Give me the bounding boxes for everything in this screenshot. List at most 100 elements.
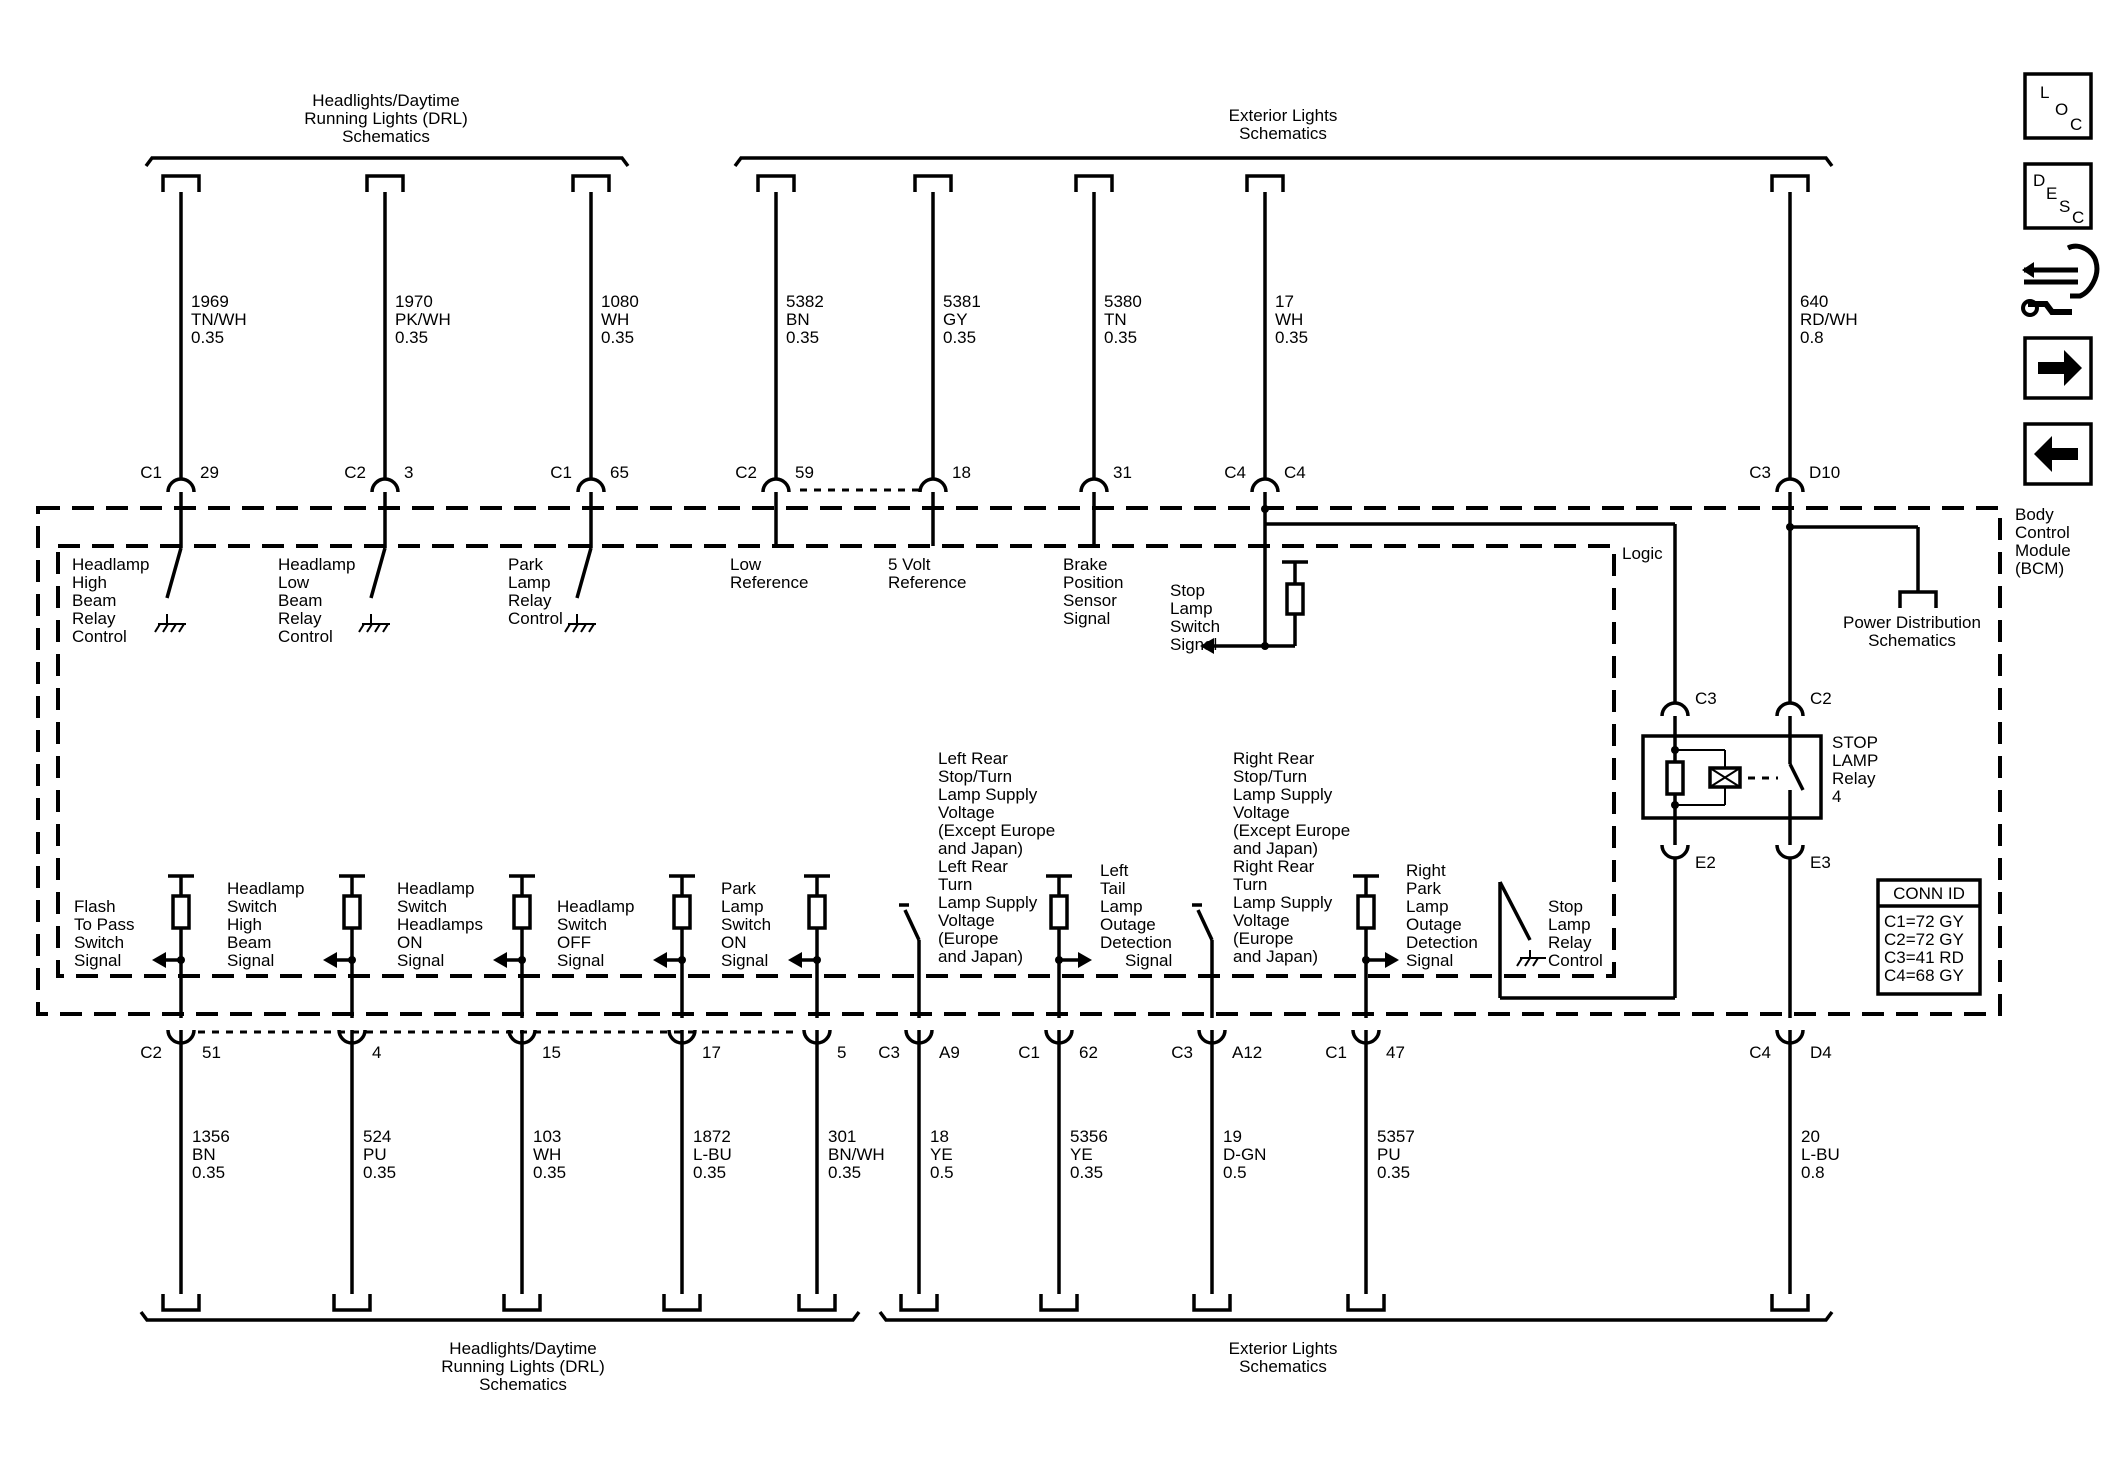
wire-gauge: 0.35 bbox=[1275, 328, 1308, 347]
group-label-top-right-1: Exterior Lights bbox=[1229, 106, 1338, 125]
function-label: High bbox=[227, 915, 262, 934]
switch-blade-2 bbox=[369, 547, 387, 599]
wire-gauge: 0.35 bbox=[1104, 328, 1137, 347]
wire-color: PU bbox=[1377, 1145, 1401, 1164]
pin-number: 47 bbox=[1386, 1043, 1405, 1062]
function-label: Lamp bbox=[1170, 599, 1213, 618]
wire-circuit: 1970 bbox=[395, 292, 433, 311]
function-label: Reference bbox=[730, 573, 808, 592]
left-rear-output-switch bbox=[903, 909, 921, 941]
function-label: Switch bbox=[227, 897, 277, 916]
conn-id-title: CONN ID bbox=[1893, 884, 1965, 903]
loc-button[interactable]: L O C bbox=[2023, 72, 2093, 140]
function-label: Detection bbox=[1100, 933, 1172, 952]
function-label: Headlamp bbox=[557, 897, 635, 916]
wire-color: D-GN bbox=[1223, 1145, 1266, 1164]
wire-circuit: 301 bbox=[828, 1127, 856, 1146]
pullup-resistor bbox=[1285, 582, 1305, 616]
wire-color: PK/WH bbox=[395, 310, 451, 329]
function-label: Lamp bbox=[508, 573, 551, 592]
wire-color: PU bbox=[363, 1145, 387, 1164]
conn-id-row: C4=68 GY bbox=[1884, 966, 1964, 985]
switch-blade-1 bbox=[165, 547, 183, 599]
loc-letter: O bbox=[2055, 100, 2068, 119]
wire-color: GY bbox=[943, 310, 968, 329]
relay-label: 4 bbox=[1832, 787, 1841, 806]
function-label: Voltage bbox=[1233, 911, 1290, 930]
relay-pin-label: E2 bbox=[1695, 853, 1716, 872]
pin-number: C4 bbox=[1284, 463, 1306, 482]
wire-gauge: 0.35 bbox=[828, 1163, 861, 1182]
function-label: Relay bbox=[508, 591, 552, 610]
top-connector-arc-4 bbox=[761, 477, 791, 493]
group-label-bottom-left-3: Schematics bbox=[479, 1375, 567, 1394]
function-label: Outage bbox=[1406, 915, 1462, 934]
group-label-top-left-3: Schematics bbox=[342, 127, 430, 146]
function-label: ON bbox=[397, 933, 423, 952]
power-dist-label-1: Power Distribution bbox=[1843, 613, 1981, 632]
function-label: Outage bbox=[1100, 915, 1156, 934]
bottom-wires bbox=[152, 874, 1810, 1312]
function-label: and Japan) bbox=[1233, 839, 1318, 858]
relay-arc-e3 bbox=[1775, 844, 1805, 860]
top-terminal-7 bbox=[1245, 174, 1285, 192]
function-label: Lamp bbox=[721, 897, 764, 916]
top-connector-arc-7 bbox=[1250, 477, 1280, 493]
pin-number: 31 bbox=[1113, 463, 1132, 482]
wrench-diagnostics-icon[interactable] bbox=[2021, 243, 2100, 317]
function-label: Headlamp bbox=[278, 555, 356, 574]
top-terminal-6 bbox=[1074, 174, 1114, 192]
function-label: To Pass bbox=[74, 915, 134, 934]
group-label-top-left-2: Running Lights (DRL) bbox=[304, 109, 467, 128]
bcm-label-3: Module bbox=[2015, 541, 2071, 560]
function-label: Switch bbox=[1170, 617, 1220, 636]
pin-number: 4 bbox=[372, 1043, 381, 1062]
function-label: Headlamp bbox=[397, 879, 475, 898]
logic-label: Logic bbox=[1622, 544, 1663, 563]
relay-arc-c2 bbox=[1775, 701, 1805, 717]
function-label: Lamp Supply bbox=[1233, 785, 1333, 804]
pin-number: 17 bbox=[702, 1043, 721, 1062]
previous-page-button[interactable] bbox=[2023, 422, 2093, 486]
connector-id: C1 bbox=[1325, 1043, 1347, 1062]
wire-gauge: 0.5 bbox=[1223, 1163, 1247, 1182]
function-label: Voltage bbox=[1233, 803, 1290, 822]
bcm-label-2: Control bbox=[2015, 523, 2070, 542]
wire-gauge: 0.35 bbox=[943, 328, 976, 347]
switch-blade-3 bbox=[575, 547, 593, 599]
wire-gauge: 0.35 bbox=[786, 328, 819, 347]
connector-id: C3 bbox=[1749, 463, 1771, 482]
bracket-top-right bbox=[733, 156, 1834, 168]
wire-circuit: 18 bbox=[930, 1127, 949, 1146]
wire-circuit: 1872 bbox=[693, 1127, 731, 1146]
function-label: Low bbox=[278, 573, 310, 592]
wire-circuit: 524 bbox=[363, 1127, 391, 1146]
conn-id-frame bbox=[1876, 878, 1982, 996]
desc-letter: D bbox=[2033, 171, 2045, 190]
function-label: Right Rear bbox=[1233, 749, 1315, 768]
function-label: Headlamp bbox=[227, 879, 305, 898]
function-label: 5 Volt bbox=[888, 555, 931, 574]
wire-gauge: 0.8 bbox=[1800, 328, 1824, 347]
function-label: Lamp Supply bbox=[938, 785, 1038, 804]
desc-button[interactable]: D E S C bbox=[2023, 162, 2093, 230]
wire-color: WH bbox=[1275, 310, 1303, 329]
top-terminal-5 bbox=[913, 174, 953, 192]
function-label: Left bbox=[1100, 861, 1129, 880]
wire-circuit: 1080 bbox=[601, 292, 639, 311]
arrow-right-icon bbox=[2038, 350, 2082, 386]
wire-color: YE bbox=[930, 1145, 953, 1164]
group-label-bottom-right-2: Schematics bbox=[1239, 1357, 1327, 1376]
conn-id-row: C2=72 GY bbox=[1884, 930, 1964, 949]
function-label: Signal bbox=[557, 951, 604, 970]
function-label: Beam bbox=[278, 591, 322, 610]
ground-symbol-2 bbox=[358, 614, 390, 633]
pin-number: 5 bbox=[837, 1043, 846, 1062]
top-wire-labels: 1969 TN/WH 0.35 1970 PK/WH 0.35 1080 WH … bbox=[140, 292, 1857, 482]
next-page-button[interactable] bbox=[2023, 336, 2093, 400]
conn-id-row: C3=41 RD bbox=[1884, 948, 1964, 967]
relay-pin-label: E3 bbox=[1810, 853, 1831, 872]
function-label: Stop bbox=[1548, 897, 1583, 916]
connector-id: C4 bbox=[1749, 1043, 1771, 1062]
